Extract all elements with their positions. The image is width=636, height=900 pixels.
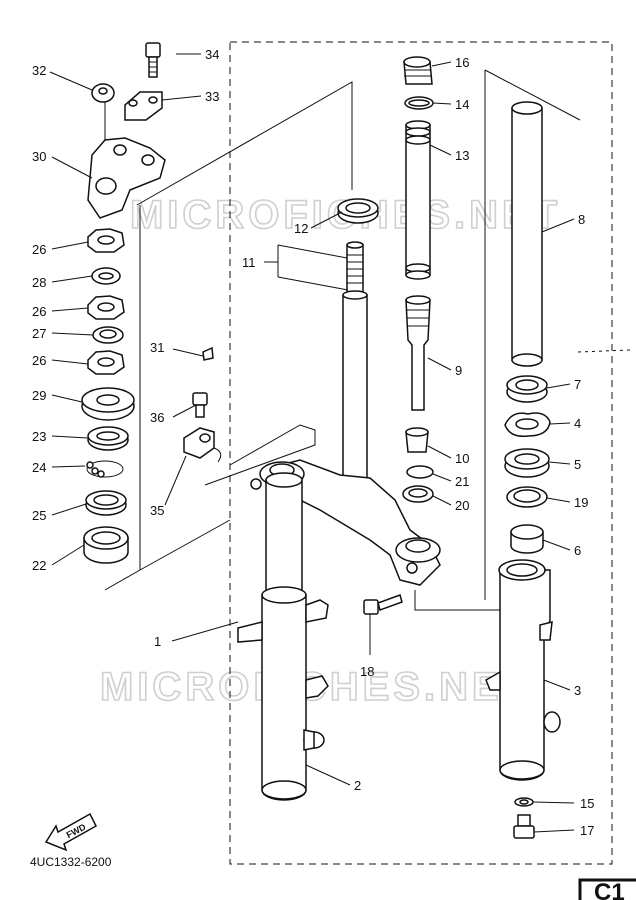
part-35-clamp[interactable] — [183, 427, 222, 463]
label-4: 4 — [574, 416, 581, 431]
part-33-clamp[interactable] — [124, 91, 163, 121]
label-5: 5 — [574, 457, 581, 472]
part-16-cap-bolt[interactable] — [403, 56, 433, 85]
label-6: 6 — [574, 543, 581, 558]
label-27: 27 — [32, 326, 46, 341]
part-25-bearing-race[interactable] — [85, 490, 127, 516]
part-29-cover[interactable] — [81, 387, 135, 421]
label-17: 17 — [580, 823, 594, 838]
part-8-inner-tube[interactable] — [511, 101, 543, 367]
label-25: 25 — [32, 508, 46, 523]
part-1-left-outer-tube[interactable] — [237, 472, 329, 801]
part-11-steering-stem[interactable] — [250, 241, 441, 586]
label-26-lower: 26 — [32, 353, 46, 368]
part-4-retaining-clip[interactable] — [504, 412, 551, 438]
part-30-handle-bracket[interactable] — [87, 137, 166, 219]
part-6-slide-metal[interactable] — [510, 524, 544, 554]
part-34-bolt[interactable] — [145, 42, 161, 78]
label-32: 32 — [32, 63, 46, 78]
part-19-washer[interactable] — [506, 486, 548, 508]
label-19: 19 — [574, 495, 588, 510]
part-18-pinch-bolt[interactable] — [363, 594, 403, 615]
part-23-bearing-race[interactable] — [87, 426, 129, 451]
part-12-seal[interactable] — [337, 198, 379, 224]
label-18: 18 — [360, 664, 374, 679]
part-3-right-outer-tube[interactable] — [485, 559, 561, 781]
part-28-lock-washer[interactable] — [91, 267, 121, 285]
label-34: 34 — [205, 47, 219, 62]
label-31: 31 — [150, 340, 164, 355]
label-10: 10 — [455, 451, 469, 466]
label-33: 33 — [205, 89, 219, 104]
label-24: 24 — [32, 460, 46, 475]
part-26-ring-nut-lower[interactable] — [87, 350, 125, 375]
part-26-ring-nut-upper[interactable] — [87, 228, 125, 253]
fwd-arrow-icon: FWD — [44, 812, 97, 852]
left-stack-guide — [104, 81, 353, 591]
label-29: 29 — [32, 388, 46, 403]
label-8: 8 — [578, 212, 585, 227]
label-22: 22 — [32, 558, 46, 573]
page-tab-label: C1 — [594, 879, 625, 900]
part-31-key[interactable] — [202, 346, 214, 361]
watermark-bottom: MICROFICHES.NET — [100, 665, 531, 709]
label-2: 2 — [354, 778, 361, 793]
label-13: 13 — [455, 148, 469, 163]
part-21-circlip[interactable] — [406, 465, 434, 479]
label-36: 36 — [150, 410, 164, 425]
part-24-ball-bearings[interactable] — [86, 460, 124, 478]
label-3: 3 — [574, 683, 581, 698]
label-35: 35 — [150, 503, 164, 518]
label-14: 14 — [455, 97, 469, 112]
label-26-upper: 26 — [32, 242, 46, 257]
part-15-copper-washer[interactable] — [514, 797, 534, 807]
label-16: 16 — [455, 55, 469, 70]
label-11: 11 — [242, 255, 256, 270]
part-14-o-ring[interactable] — [404, 96, 434, 110]
part-27-washer[interactable] — [92, 326, 124, 344]
edge-marks — [577, 349, 631, 353]
part-26-ring-nut-middle[interactable] — [87, 295, 125, 320]
right-stack-guide — [204, 69, 581, 611]
label-23: 23 — [32, 429, 46, 444]
part-32-nut[interactable] — [91, 83, 115, 103]
diagram-code: 4UC1332-6200 — [30, 855, 112, 869]
part-9-damper-rod[interactable] — [405, 295, 431, 411]
label-26-middle: 26 — [32, 304, 46, 319]
part-20-washer[interactable] — [402, 485, 434, 503]
label-1: 1 — [154, 634, 161, 649]
label-21: 21 — [455, 474, 469, 489]
label-28: 28 — [32, 275, 46, 290]
part-7-dust-seal[interactable] — [506, 375, 548, 403]
part-22-bearing-race[interactable] — [83, 526, 129, 564]
label-20: 20 — [455, 498, 469, 513]
part-5-oil-seal[interactable] — [504, 448, 550, 478]
label-9: 9 — [455, 363, 462, 378]
part-36-bolt[interactable] — [192, 392, 208, 418]
label-30: 30 — [32, 149, 46, 164]
part-17-bolt[interactable] — [513, 814, 535, 839]
leader-lines — [49, 53, 575, 833]
label-7: 7 — [574, 377, 581, 392]
label-12: 12 — [294, 221, 308, 236]
page-tab: C1 — [578, 878, 636, 900]
part-13-fork-spring[interactable] — [405, 120, 431, 280]
part-10-oil-lock-piece[interactable] — [405, 427, 429, 453]
assembly-boundary — [229, 41, 613, 865]
label-15: 15 — [580, 796, 594, 811]
